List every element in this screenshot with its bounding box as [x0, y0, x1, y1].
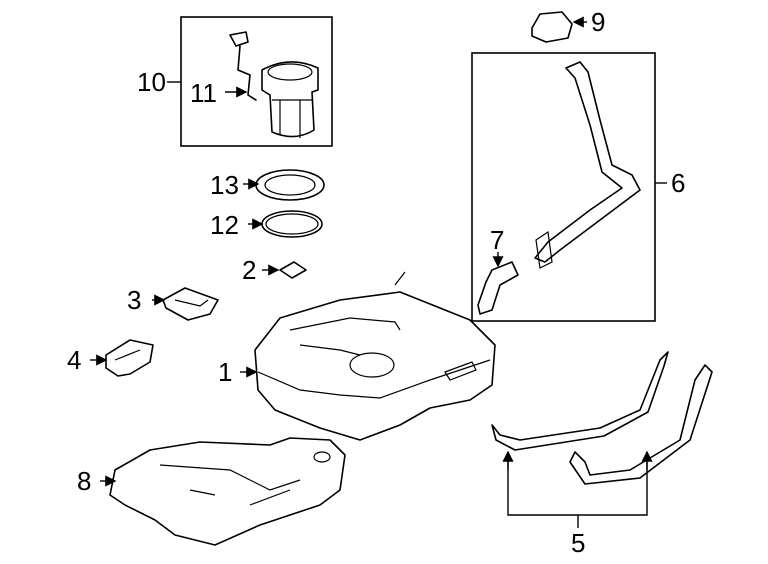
tank-shield	[100, 437, 346, 546]
filler-pipe-box	[471, 52, 656, 322]
callout-5: 5	[571, 528, 585, 558]
filler-pipe-group	[471, 52, 667, 322]
callout-12: 12	[210, 210, 239, 240]
gasket	[248, 210, 323, 238]
filler-hose	[477, 252, 519, 315]
callout-4: 4	[67, 345, 81, 375]
fuel-pump	[261, 61, 319, 138]
callout-9: 9	[591, 7, 605, 37]
callout-6: 6	[671, 168, 685, 198]
callout-8: 8	[77, 466, 91, 496]
lock-ring	[243, 169, 325, 201]
tank-straps	[491, 351, 713, 528]
pad	[262, 261, 307, 279]
bracket	[152, 287, 219, 321]
callout-7: 7	[490, 225, 504, 255]
filler-cap	[531, 11, 587, 43]
callout-3: 3	[127, 285, 141, 315]
fuel-pump-module-group	[167, 16, 333, 147]
float-arm	[229, 31, 257, 101]
callout-13: 13	[210, 170, 239, 200]
callout-10: 10	[137, 67, 166, 97]
callout-2: 2	[242, 255, 256, 285]
heat-shield-small	[90, 339, 154, 377]
callout-11: 11	[190, 78, 217, 108]
fuel-tank	[240, 271, 496, 441]
callout-1: 1	[218, 357, 232, 387]
